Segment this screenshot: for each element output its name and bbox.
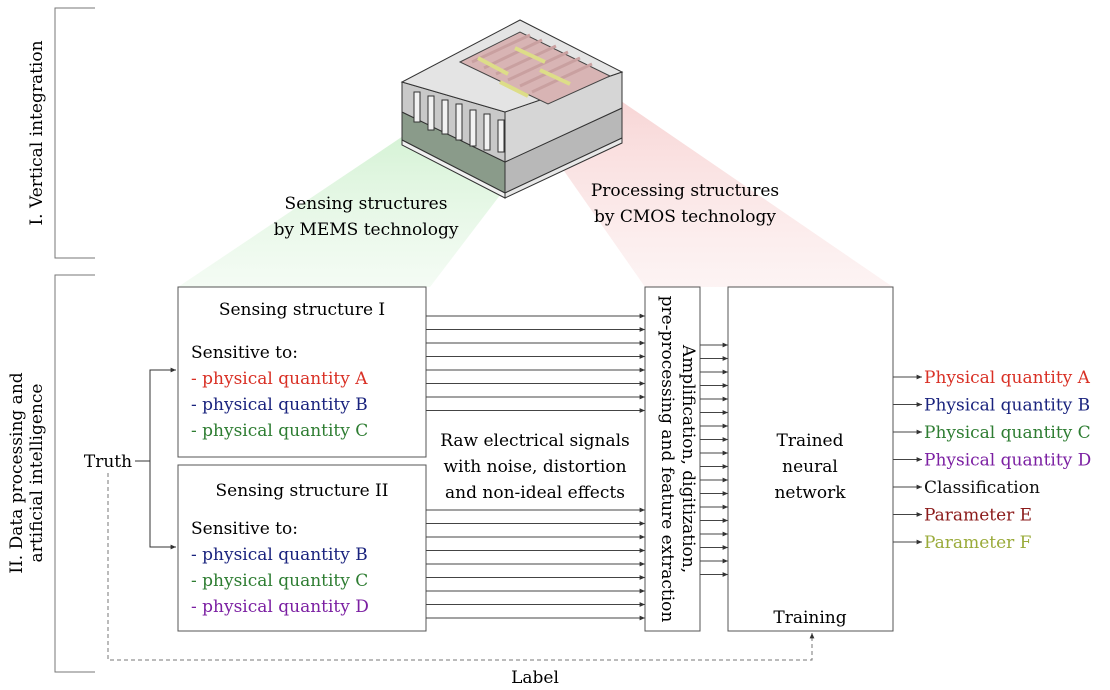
neural-network-line3: network: [774, 483, 846, 503]
section-bracket-vertical: [54, 7, 95, 259]
raw-signals-line1: Raw electrical signals: [440, 431, 630, 451]
section-bracket-ai: [54, 274, 95, 673]
output-label: Physical quantity D: [924, 451, 1091, 471]
label-text: Label: [511, 668, 559, 688]
output-label: Physical quantity A: [924, 368, 1091, 388]
raw-signals-line2: with noise, distortion: [443, 457, 626, 477]
section-label-ai-line2: artificial intelligence: [27, 384, 47, 563]
sensing-structure-1-box: [177, 286, 427, 458]
processing-caption-line2: by CMOS technology: [594, 207, 776, 227]
sensing-structure-1-sensitive-label: Sensitive to:: [191, 343, 298, 363]
sensing-structure-2-item-b: - physical quantity B: [191, 545, 368, 565]
output-label: Physical quantity B: [924, 396, 1090, 416]
chip-illustration: [400, 19, 624, 199]
output-label: Parameter F: [924, 533, 1032, 553]
output-list: Physical quantity A Physical quantity B Ph…: [893, 368, 1091, 553]
output-label: Parameter E: [924, 506, 1032, 526]
feature-lines: [700, 342, 728, 577]
training-label: Training: [773, 608, 846, 628]
sensing-structure-1-item-a: - physical quantity A: [191, 369, 368, 389]
sensing-structure-2-sensitive-label: Sensitive to:: [191, 519, 298, 539]
section-label-ai-line1: II. Data processing and: [7, 372, 27, 573]
mems-projection: [178, 118, 510, 287]
sensing-structure-2-item-d: - physical quantity D: [191, 597, 369, 617]
raw-signals-line3: and non-ideal effects: [445, 483, 625, 503]
amplification-line2: pre-processing and feature extraction: [657, 296, 677, 623]
output-label: Classification: [924, 478, 1040, 498]
label-feedback-arrow: [107, 473, 815, 661]
neural-network-line1: Trained: [777, 431, 844, 451]
output-label: Physical quantity C: [924, 423, 1091, 443]
truth-to-structure-1-arrow: [135, 367, 176, 462]
neural-network-line2: neural: [782, 457, 838, 477]
neural-network-box: [727, 286, 894, 632]
sensing-caption-line2: by MEMS technology: [274, 220, 459, 240]
sensing-caption-line1: Sensing structures: [285, 194, 448, 214]
sensing-structure-2-box: [177, 464, 427, 632]
truth-to-structure-2-arrow: [149, 461, 176, 550]
amplification-line1: Amplification, digitization,: [678, 344, 698, 573]
truth-label: Truth: [84, 452, 132, 472]
sensing-structure-1-item-c: - physical quantity C: [191, 421, 368, 441]
processing-caption-line1: Processing structures: [591, 181, 779, 201]
raw-signals-backdrop: [432, 428, 638, 504]
raw-signal-lines-structure-2: [426, 507, 645, 621]
raw-signal-lines-structure-1: [426, 313, 645, 413]
sensing-structure-1-title: Sensing structure I: [219, 300, 385, 320]
sensing-structure-2-title: Sensing structure II: [215, 481, 388, 501]
sensing-structure-1-item-b: - physical quantity B: [191, 395, 368, 415]
amplification-box: [644, 286, 701, 632]
sensing-structure-2-item-c: - physical quantity C: [191, 571, 368, 591]
section-label-vertical: I. Vertical integration: [27, 40, 47, 225]
